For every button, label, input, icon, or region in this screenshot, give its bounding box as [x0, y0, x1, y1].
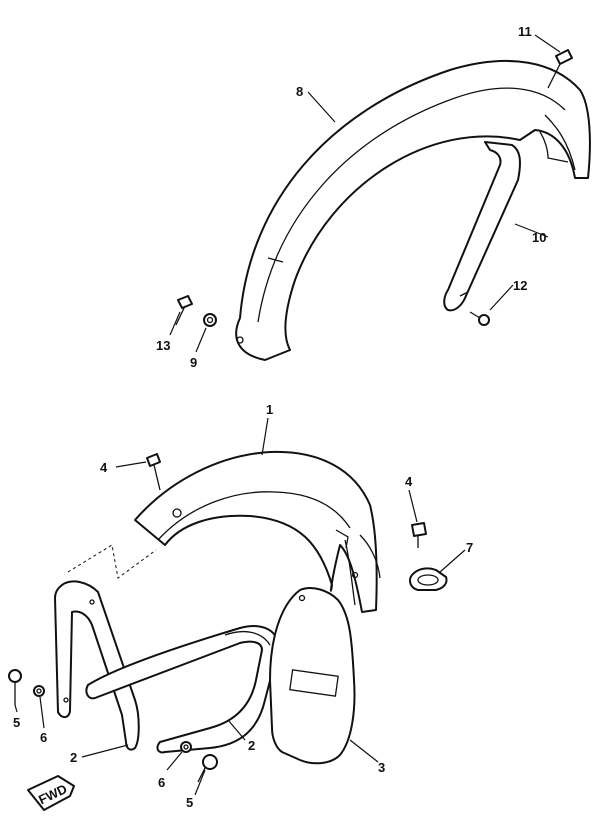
- callout-3: 3: [378, 760, 385, 775]
- mounting-guide: [67, 544, 157, 579]
- callout-10: 10: [532, 230, 546, 245]
- washer-6-left: [33, 685, 45, 697]
- callout-13: 13: [156, 338, 170, 353]
- callout-2-right: 2: [248, 738, 255, 753]
- rear-fender: [235, 60, 591, 361]
- callout-leaders: [14, 34, 561, 796]
- rear-fender-stay: [443, 141, 521, 312]
- callout-5-left: 5: [13, 715, 20, 730]
- callout-8: 8: [296, 84, 303, 99]
- bolt-12: [469, 311, 490, 326]
- callout-5-right: 5: [186, 795, 193, 810]
- callout-6-left: 6: [40, 730, 47, 745]
- side-cover: [269, 587, 356, 765]
- reflector-7: [409, 567, 448, 591]
- bolt-5-left: [8, 669, 22, 705]
- fender-bracket-u: [85, 625, 280, 754]
- callout-6-right: 6: [158, 775, 165, 790]
- bolt-13: [175, 295, 193, 326]
- bolt-4-right: [411, 522, 427, 548]
- callout-4-right: 4: [405, 474, 413, 489]
- callout-12: 12: [513, 278, 527, 293]
- fwd-arrow-badge: FWD: [27, 775, 75, 811]
- callout-11: 11: [518, 24, 532, 39]
- callout-2-left: 2: [70, 750, 77, 765]
- collar-9: [203, 313, 217, 327]
- callout-9: 9: [190, 355, 197, 370]
- washer-6-right: [180, 741, 192, 753]
- bolt-4-left: [146, 453, 161, 491]
- front-fender: [134, 450, 381, 613]
- callout-1: 1: [266, 402, 273, 417]
- callout-7: 7: [466, 540, 473, 555]
- callout-numbers: 8 11 10 12 13 9 1 4 4 7 5 6 2 2 3 6 5: [13, 24, 546, 810]
- bolt-5-right: [197, 754, 218, 783]
- bolt-11: [547, 49, 573, 89]
- callout-4-left: 4: [100, 460, 108, 475]
